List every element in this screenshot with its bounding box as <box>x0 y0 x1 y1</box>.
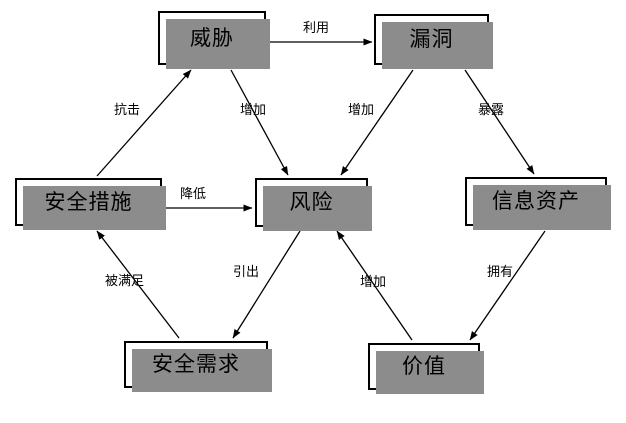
edge-label-vulnerability-increases-risk: 增加 <box>348 103 375 118</box>
node-threat[interactable]: 威胁 <box>158 11 270 69</box>
node-label-safeguard: 安全措施 <box>44 189 133 214</box>
edge-label-asset-has-value: 拥有 <box>487 265 514 280</box>
edge-vulnerability-exposes-asset <box>464 69 535 175</box>
edge-asset-has-value <box>469 230 546 341</box>
node-safeguard[interactable]: 安全措施 <box>15 178 166 230</box>
edge-label-safeguard-reduces-risk: 降低 <box>180 187 207 202</box>
edge-threat-increases-risk <box>230 69 289 176</box>
edge-label-threat-increases-risk: 增加 <box>240 103 267 118</box>
node-label-asset: 信息资产 <box>492 189 580 213</box>
edge-safeguard-counters-threat <box>96 69 192 177</box>
edge-vulnerability-increases-risk <box>340 69 414 176</box>
node-asset[interactable]: 信息资产 <box>465 177 611 230</box>
node-value[interactable]: 价值 <box>368 343 484 394</box>
node-label-requirement: 安全需求 <box>152 352 240 376</box>
edge-risk-derives-requirement <box>232 230 301 339</box>
node-requirement[interactable]: 安全需求 <box>124 341 272 392</box>
edge-requirement-satisfied-by-safeguard <box>96 230 180 339</box>
node-vulnerability[interactable]: 漏洞 <box>374 14 493 69</box>
node-label-threat: 威胁 <box>190 25 234 50</box>
edge-value-increases-risk <box>336 230 413 341</box>
node-risk[interactable]: 风险 <box>255 178 372 231</box>
edge-label-requirement-satisfied-by-safeguard: 被满足 <box>105 274 145 289</box>
node-label-vulnerability: 漏洞 <box>409 27 454 51</box>
edge-label-safeguard-counters-threat: 抗击 <box>114 103 141 118</box>
edge-label-risk-derives-requirement: 引出 <box>233 265 260 280</box>
edge-label-threat-exploits-vulnerability: 利用 <box>303 21 330 36</box>
edge-lines <box>96 38 546 341</box>
node-label-risk: 风险 <box>289 190 334 214</box>
node-label-value: 价值 <box>402 354 446 378</box>
edge-label-value-increases-risk: 增加 <box>360 275 387 290</box>
edge-label-vulnerability-exposes-asset: 暴露 <box>478 103 505 118</box>
